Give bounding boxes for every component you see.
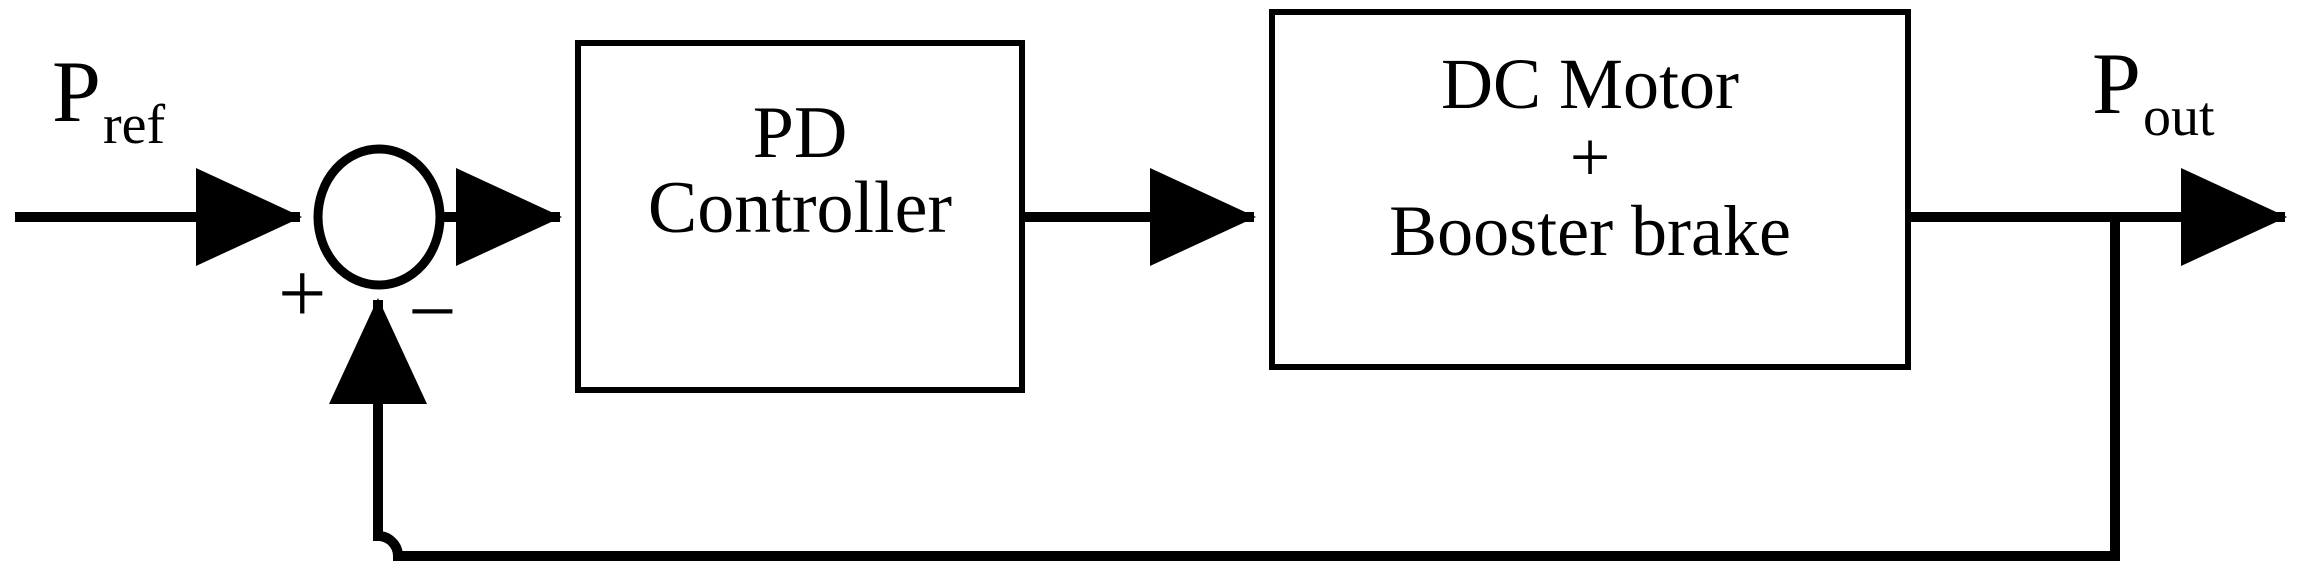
p-out-base: P: [2092, 36, 2141, 133]
p-out-subscript: out: [2142, 86, 2215, 148]
summing-junction-minus-sign: −: [408, 263, 457, 359]
block-plant: [1269, 9, 1911, 370]
p-ref-base: P: [52, 44, 101, 141]
summing-junction-plus-sign: +: [278, 245, 327, 341]
plant-label-line-2: +: [1569, 117, 1611, 198]
p-ref-subscript: ref: [102, 94, 166, 156]
block-pd-controller: [575, 40, 1025, 393]
signal-label-p-out: Pout: [2092, 34, 2215, 148]
plant-label-line-3: Booster brake: [1389, 190, 1791, 271]
pd-label-line-2: Controller: [647, 167, 953, 250]
block-label-pd-controller: PD Controller: [578, 92, 1022, 250]
signal-label-p-ref: Pref: [52, 42, 165, 156]
pd-label-line-1: PD: [752, 92, 848, 174]
plant-label-line-1: DC Motor: [1440, 44, 1740, 124]
wire-feedback: [329, 217, 2120, 561]
block-label-plant: DC Motor + Booster brake: [1272, 44, 1908, 271]
